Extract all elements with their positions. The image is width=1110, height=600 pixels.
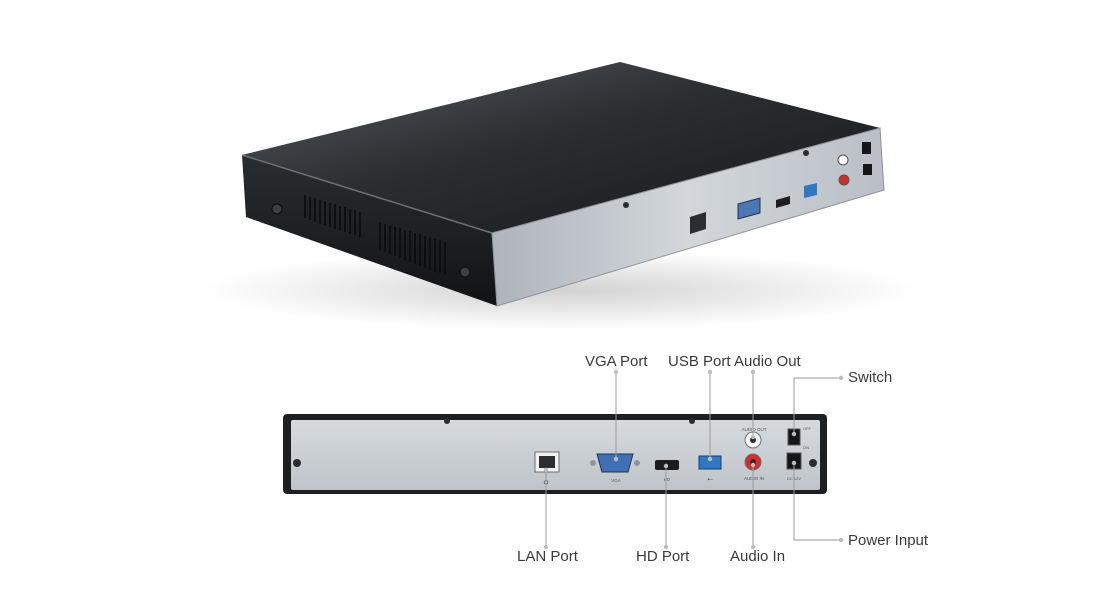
callout-vga-port: VGA Port [585,353,648,370]
screw-icon [689,418,695,424]
device-rear-panel [491,127,885,307]
side-vents [304,195,446,275]
screw-icon [623,202,629,208]
vga-screw [590,460,596,466]
on-panel-label: ON [803,445,809,450]
device-shadow [200,250,920,330]
device-left-side [242,155,497,306]
callout-switch: Switch [848,369,893,386]
hd-panel-label: HD [664,477,671,482]
callout-audio-in: Audio In [730,548,786,565]
audio-out-panel-label: AUDIO OUT [741,427,766,432]
screw-icon [444,418,450,424]
screw-icon [293,459,301,467]
nvr-rear-view: ⚲ VGA HD ⭠ AUDIO OUT AUDIO IN OFF ON DC … [283,414,827,494]
vga-screw [634,460,640,466]
off-panel-label: OFF [803,426,812,431]
nvr-perspective-view [200,62,920,330]
vga-port-perspective [737,197,761,220]
callout-usb-port: USB Port [668,353,731,370]
callout-lan-port: LAN Port [517,548,578,565]
device-top-face [242,62,880,233]
screw-icon [271,203,283,215]
leader-lines [545,372,841,547]
screw-icon [803,150,809,156]
leader-power [793,463,841,541]
callout-hd-port: HD Port [636,548,690,565]
switch-perspective [862,142,871,154]
audio-in-perspective [838,174,850,186]
usb-port-perspective [804,183,817,198]
audio-out-perspective [837,154,849,166]
leader-dots [543,369,844,550]
leader-switch [793,377,841,434]
hd-port-perspective [776,196,790,208]
vga-panel-label: VGA [611,478,621,483]
lan-socket [539,456,555,468]
lan-port-perspective [690,212,706,234]
screw-icon [459,266,471,278]
screw-icon [809,459,817,467]
vga-port [596,453,634,473]
power-perspective [863,164,872,175]
device-edge [241,154,493,234]
usb-icon: ⭠ [707,475,713,483]
audio-in-panel-label: AUDIO IN [744,476,764,481]
callout-power-input: Power Input [848,532,929,549]
callout-audio-out: Audio Out [734,353,801,370]
